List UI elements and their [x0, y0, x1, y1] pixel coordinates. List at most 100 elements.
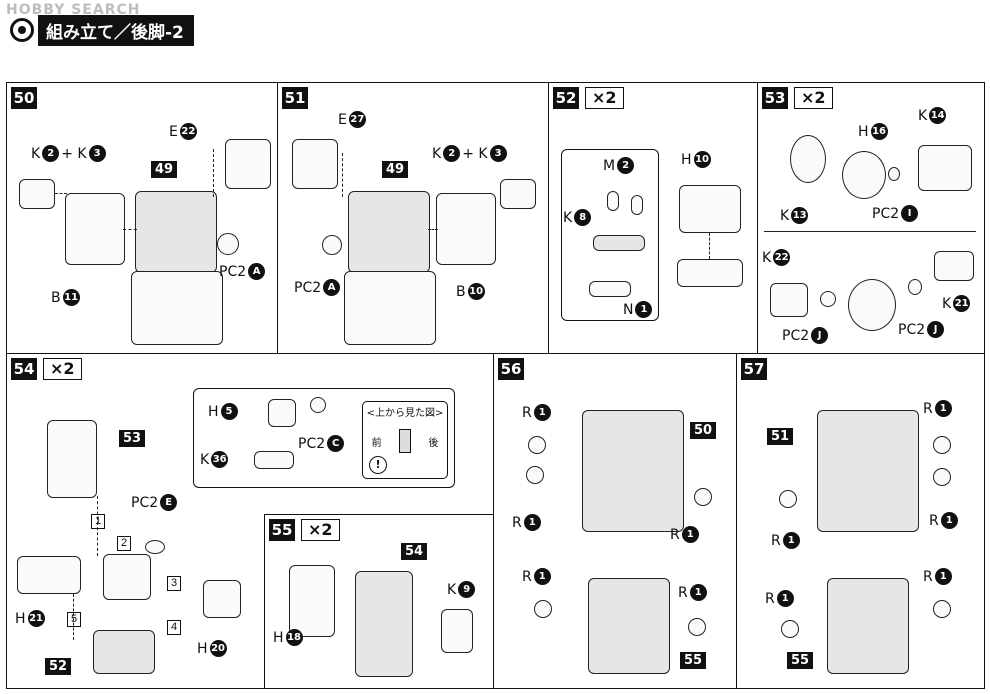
part-r1: [526, 466, 544, 484]
multiplier: ×2: [585, 87, 624, 109]
part-55: [827, 578, 909, 674]
multiplier: ×2: [794, 87, 833, 109]
part-assembly-54: [355, 571, 413, 677]
subassembly-frame: [561, 149, 659, 321]
part-51: [817, 410, 919, 532]
part-k13: [790, 135, 826, 183]
top-view-part: [398, 429, 411, 453]
part-50: [582, 410, 684, 532]
ref-54: 54: [401, 543, 428, 560]
step-number: 56: [498, 358, 524, 380]
ref-52: 52: [45, 658, 72, 675]
part-body-49: [135, 191, 217, 273]
part-k8: [593, 235, 645, 251]
ref-49: 49: [151, 161, 178, 178]
top-view-callout: <上から見た図> 前 後 !: [362, 401, 448, 479]
part-body-49: [348, 191, 430, 273]
part-h5: [268, 399, 296, 427]
part-assembly: [677, 259, 743, 287]
part-center: [103, 554, 151, 600]
seq-3: 3: [167, 576, 181, 591]
seq-1: 1: [91, 514, 105, 529]
part-h10: [679, 185, 741, 233]
part-r1: [694, 488, 712, 506]
part-r1: [933, 468, 951, 486]
part-k14: [918, 145, 972, 191]
multiplier: ×2: [301, 519, 340, 541]
ref-55: 55: [787, 652, 814, 669]
watermark: HOBBY SEARCH: [6, 2, 141, 18]
label-back: 後: [428, 437, 439, 449]
part-base: [131, 271, 223, 345]
part-r1: [528, 436, 546, 454]
part-h16: [842, 151, 886, 199]
part-r1: [688, 618, 706, 636]
part-k21: [934, 251, 974, 281]
ref-49: 49: [382, 161, 409, 178]
part-pc2j-b: [908, 279, 922, 295]
part-pc2a: [322, 235, 342, 255]
part-pc2e: [145, 540, 165, 554]
part-52: [93, 630, 155, 674]
part-r1: [781, 620, 799, 638]
part-b: [65, 193, 125, 265]
part-pc2a: [217, 233, 239, 255]
step-number: 51: [282, 87, 308, 109]
part-k9: [441, 609, 473, 653]
part-r1: [933, 436, 951, 454]
ref-55: 55: [680, 652, 707, 669]
part-pc2i: [888, 167, 900, 181]
ref-53: 53: [119, 430, 146, 447]
seq-5: 5: [67, 612, 81, 627]
part-53: [47, 420, 97, 498]
part-k22: [770, 283, 808, 317]
part-55: [588, 578, 670, 674]
part-r1: [534, 600, 552, 618]
gear-icon: [10, 18, 34, 42]
step-number: 57: [741, 358, 767, 380]
step-number: 53: [762, 87, 788, 109]
part-b: [436, 193, 496, 265]
seq-2: 2: [117, 536, 131, 551]
part-e27: [292, 139, 338, 189]
part-base: [344, 271, 436, 345]
multiplier: ×2: [43, 358, 82, 380]
part-pc2j-a: [820, 291, 836, 307]
part-k36: [254, 451, 294, 469]
part-n1: [589, 281, 631, 297]
part-hub: [848, 279, 896, 331]
